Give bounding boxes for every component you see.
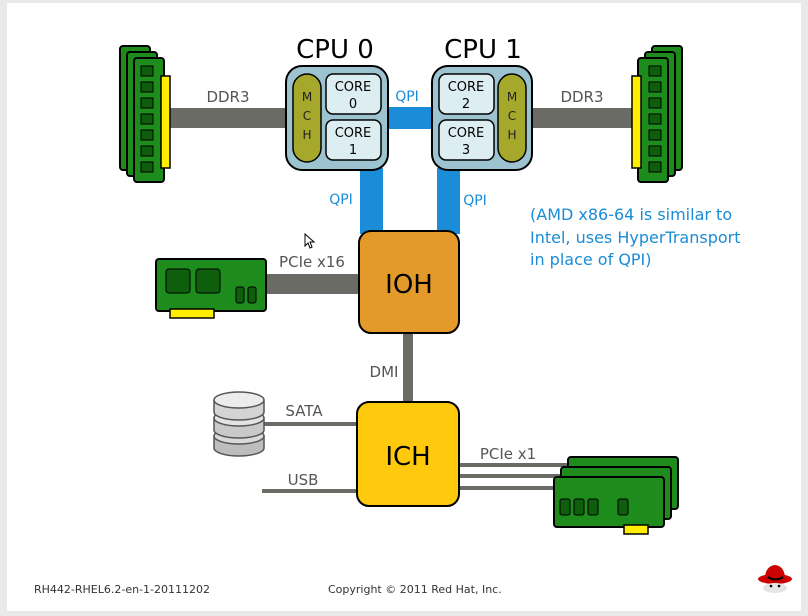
core3-label: CORE (448, 126, 485, 141)
usb-bus (262, 489, 360, 493)
ddr3-left-bus (168, 108, 288, 128)
pcie-x16-card (155, 258, 267, 319)
cpu0 (285, 65, 389, 171)
ddr3-dimm-right (631, 45, 683, 183)
footer-copyright: Copyright © 2011 Red Hat, Inc. (328, 583, 502, 596)
qpi-left-bus (360, 168, 383, 234)
ich-box (356, 401, 460, 507)
mch-right (497, 73, 527, 163)
core3-box (438, 119, 495, 161)
mouse-cursor-icon (304, 232, 316, 249)
mch-left-letter: H (302, 128, 311, 142)
cpu1 (431, 65, 533, 171)
mch-left (292, 73, 322, 163)
qpi-right-bus (437, 168, 460, 234)
qpi-left-label: QPI (329, 192, 353, 208)
qpi-right-label: QPI (463, 193, 487, 209)
core1-box (325, 119, 382, 161)
ddr3-dimm-left (119, 45, 171, 183)
ioh-box (358, 230, 460, 334)
ich-label: ICH (385, 442, 430, 472)
pcie-x1-label: PCIe x1 (480, 445, 536, 463)
core3-number: 3 (462, 143, 470, 158)
qpi-top-bus (388, 107, 432, 129)
mch-right-letter: M (507, 90, 517, 104)
core2-label: CORE (448, 80, 485, 95)
core1-number: 1 (349, 143, 357, 158)
note-line-2: Intel, uses HyperTransport (530, 228, 741, 247)
mch-left-letter: C (303, 109, 311, 123)
core2-box (438, 73, 495, 115)
pcie-x1-bus-2 (458, 474, 568, 478)
pcie-x16-bus (264, 274, 360, 294)
sata-label: SATA (285, 402, 323, 420)
core0-number: 0 (349, 97, 357, 112)
core1-label: CORE (335, 126, 372, 141)
cpu0-title: CPU 0 (296, 35, 374, 65)
cpu1-title: CPU 1 (444, 35, 522, 65)
pcie-x1-bus-3 (458, 486, 568, 490)
disk-icon (213, 391, 265, 457)
note-line-1: (AMD x86-64 is similar to (530, 205, 732, 224)
sata-bus (262, 422, 360, 426)
mch-right-letter: C (508, 109, 516, 123)
ddr3-right-label: DDR3 (560, 88, 603, 106)
note-line-3: in place of QPI) (530, 250, 652, 269)
usb-label: USB (288, 471, 319, 489)
pcie-x16-label: PCIe x16 (279, 253, 345, 271)
ddr3-right-bus (530, 108, 634, 128)
core0-box (325, 73, 382, 115)
pcie-x1-cards (553, 456, 679, 535)
dmi-label: DMI (370, 363, 399, 381)
core0-label: CORE (335, 80, 372, 95)
ioh-label: IOH (385, 270, 433, 300)
dmi-bus (403, 332, 413, 404)
core2-number: 2 (462, 97, 470, 112)
pcie-x1-bus-1 (458, 463, 568, 467)
ddr3-left-label: DDR3 (206, 88, 249, 106)
redhat-logo-icon (758, 565, 792, 593)
mch-left-letter: M (302, 90, 312, 104)
qpi-top-label: QPI (395, 89, 419, 105)
mch-right-letter: H (507, 128, 516, 142)
footer-course-id: RH442-RHEL6.2-en-1-20111202 (34, 583, 210, 596)
